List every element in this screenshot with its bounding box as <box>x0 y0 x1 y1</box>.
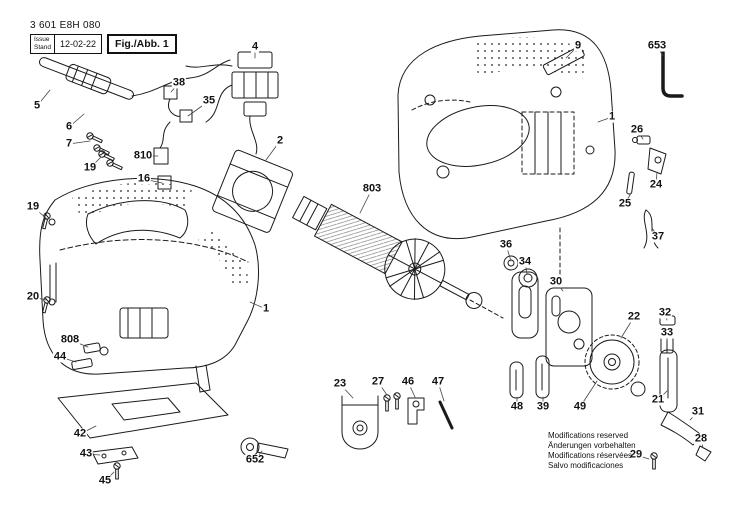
blade-holder-drawing <box>650 349 712 470</box>
issue-box: Issue Stand 12-02-22 <box>30 34 103 54</box>
foot-parts-drawing <box>341 392 454 450</box>
strip-and-key-drawing <box>542 46 684 98</box>
cord-assembly-drawing <box>39 57 231 172</box>
main-body-drawing <box>39 177 260 393</box>
field-stator-drawing <box>212 149 293 233</box>
wrench-drawing <box>240 437 289 459</box>
switch-electronics-drawing <box>153 51 279 190</box>
issue-date: 12-02-22 <box>60 38 97 49</box>
drawing-header: 3 601 E8H 080 Issue Stand 12-02-22 Fig./… <box>30 20 177 54</box>
gear-assembly-drawing <box>509 271 676 399</box>
notice-line-en: Modifications reserved <box>548 431 629 440</box>
notice-line-es: Salvo modificaciones <box>548 461 624 470</box>
notice-line-de: Änderungen vorbehalten <box>548 441 636 450</box>
armature-drawing <box>292 195 483 309</box>
modifications-notice: Modifications reserved Änderungen vorbeh… <box>548 431 636 471</box>
figure-label: Fig./Abb. 1 <box>107 34 177 54</box>
issue-label: Issue Stand <box>31 35 55 53</box>
discs-drawing <box>469 255 538 319</box>
base-plate-drawing <box>57 382 229 480</box>
type-number: 3 601 E8H 080 <box>30 20 101 31</box>
right-small-parts-drawing <box>626 135 667 249</box>
notice-line-fr: Modifications réservées <box>548 451 633 460</box>
